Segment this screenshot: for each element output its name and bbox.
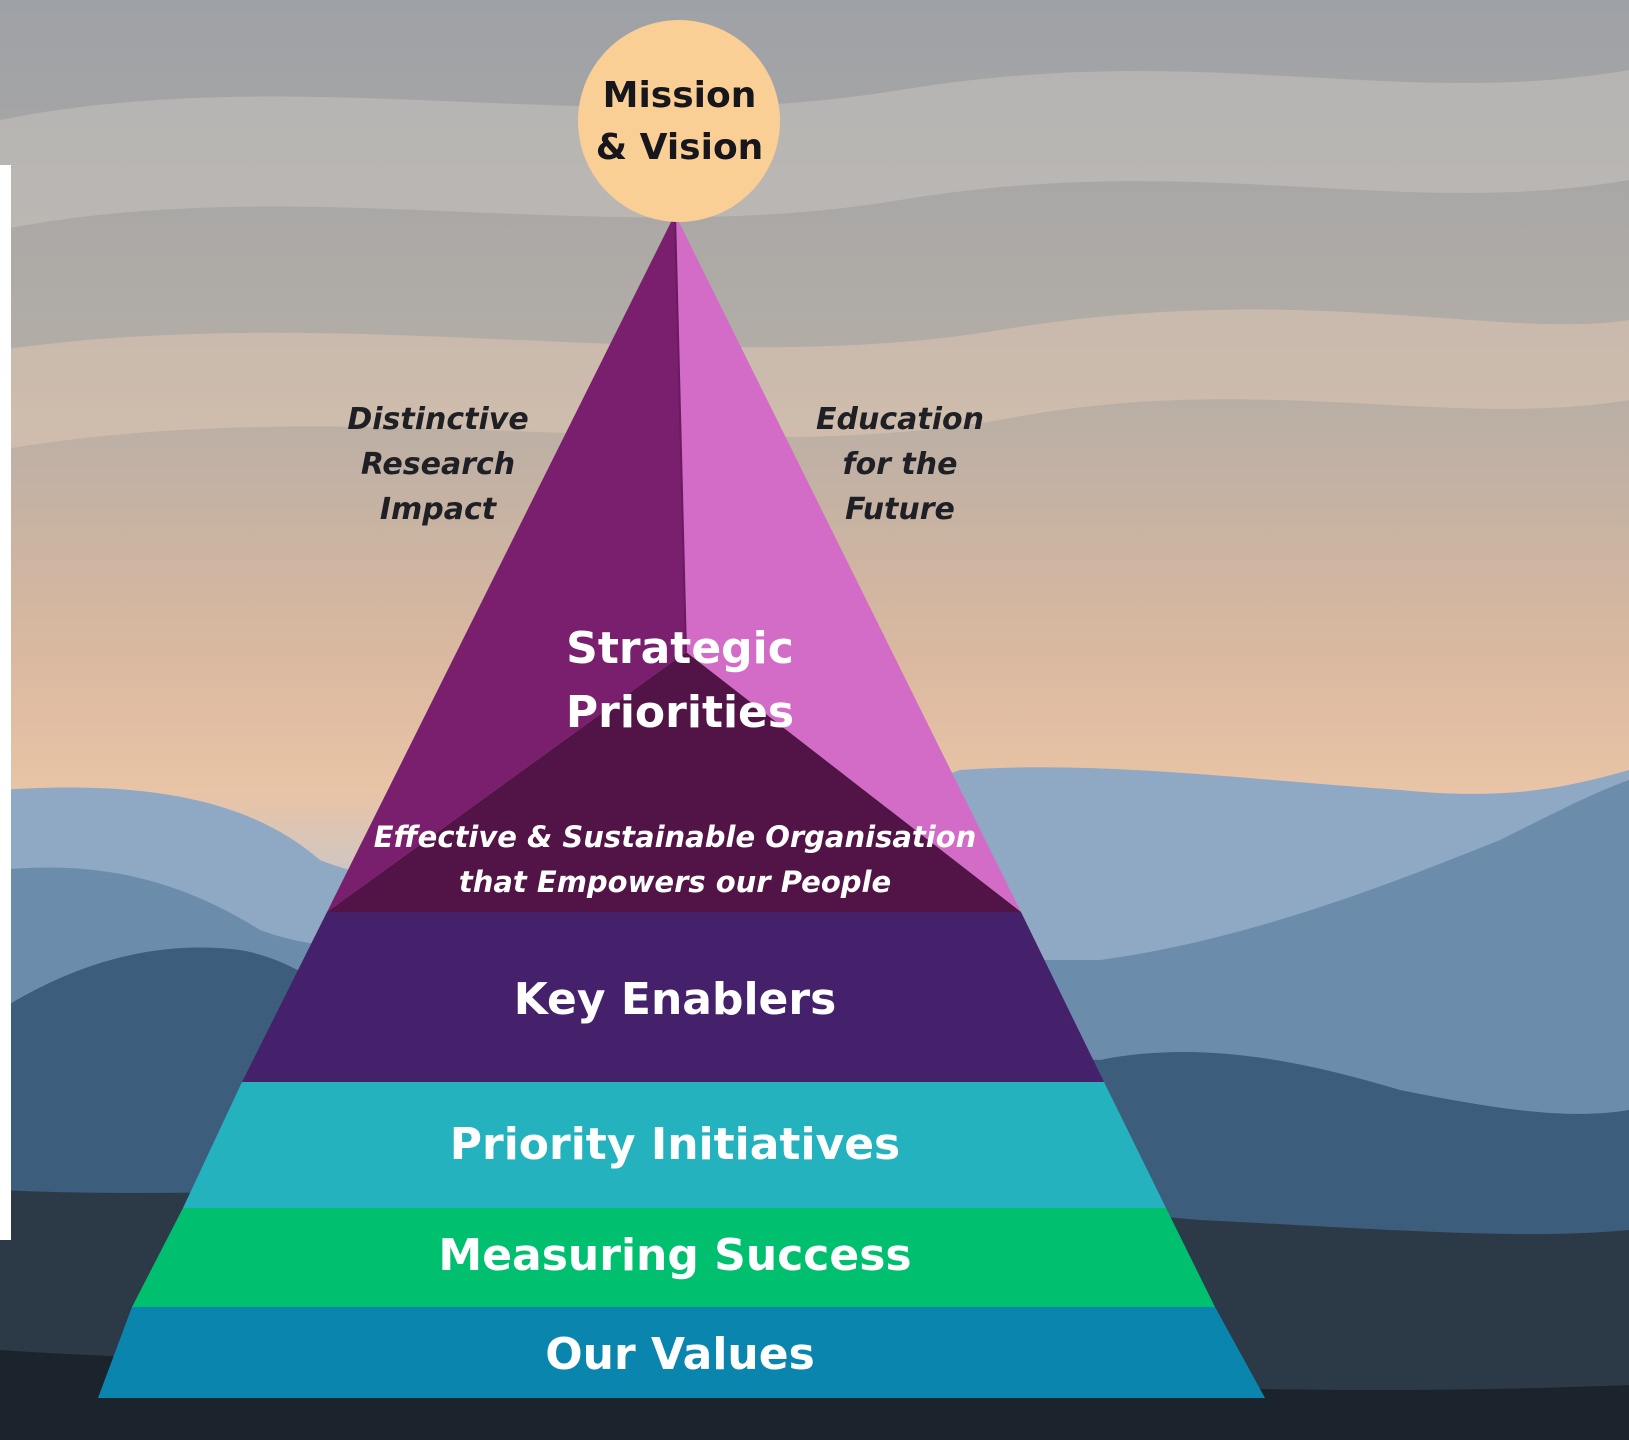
ridge-line <box>674 213 687 653</box>
mission-vision-label: Mission & Vision <box>577 70 782 174</box>
pyramid <box>98 213 1265 1398</box>
left-edge-panel <box>0 165 11 1240</box>
mission-line-1: Mission <box>602 75 757 116</box>
strategic-line-1: Strategic <box>566 623 794 674</box>
strategic-priorities-label: Strategic Priorities <box>540 617 820 745</box>
side-left-line-1: Distinctive <box>347 402 529 437</box>
face-distinctive-research-impact <box>327 214 686 912</box>
layer-effective-organisation <box>327 652 1021 912</box>
layer-key-enablers <box>242 912 1104 1082</box>
side-right-line-2: for the <box>842 447 958 482</box>
organisation-line-1: Effective & Sustainable Organisation <box>373 820 977 854</box>
layer-our-values <box>98 1307 1265 1398</box>
cloud-band <box>0 70 1629 230</box>
side-right-line-1: Education <box>816 402 984 437</box>
priority-initiatives-label: Priority Initiatives <box>449 1119 901 1170</box>
our-values-label: Our Values <box>545 1329 815 1380</box>
key-enablers-label: Key Enablers <box>513 974 837 1025</box>
side-label-education-for-the-future: Education for the Future <box>790 397 1010 532</box>
side-label-distinctive-research-impact: Distinctive Research Impact <box>328 397 548 532</box>
organisation-label: Effective & Sustainable Organisation tha… <box>345 815 1005 905</box>
cloud-band <box>0 309 1629 450</box>
face-education-for-the-future <box>675 214 1021 912</box>
strategic-line-2: Priorities <box>565 687 795 738</box>
organisation-line-2: that Empowers our People <box>458 865 892 899</box>
side-left-line-3: Impact <box>379 492 497 527</box>
layer-measuring-success <box>132 1208 1215 1307</box>
side-left-line-2: Research <box>360 447 516 482</box>
mission-vision-circle <box>578 20 780 222</box>
side-right-line-3: Future <box>845 492 955 527</box>
mission-line-2: & Vision <box>595 127 764 168</box>
measuring-success-label: Measuring Success <box>438 1230 912 1281</box>
layer-priority-initiatives <box>183 1082 1166 1208</box>
